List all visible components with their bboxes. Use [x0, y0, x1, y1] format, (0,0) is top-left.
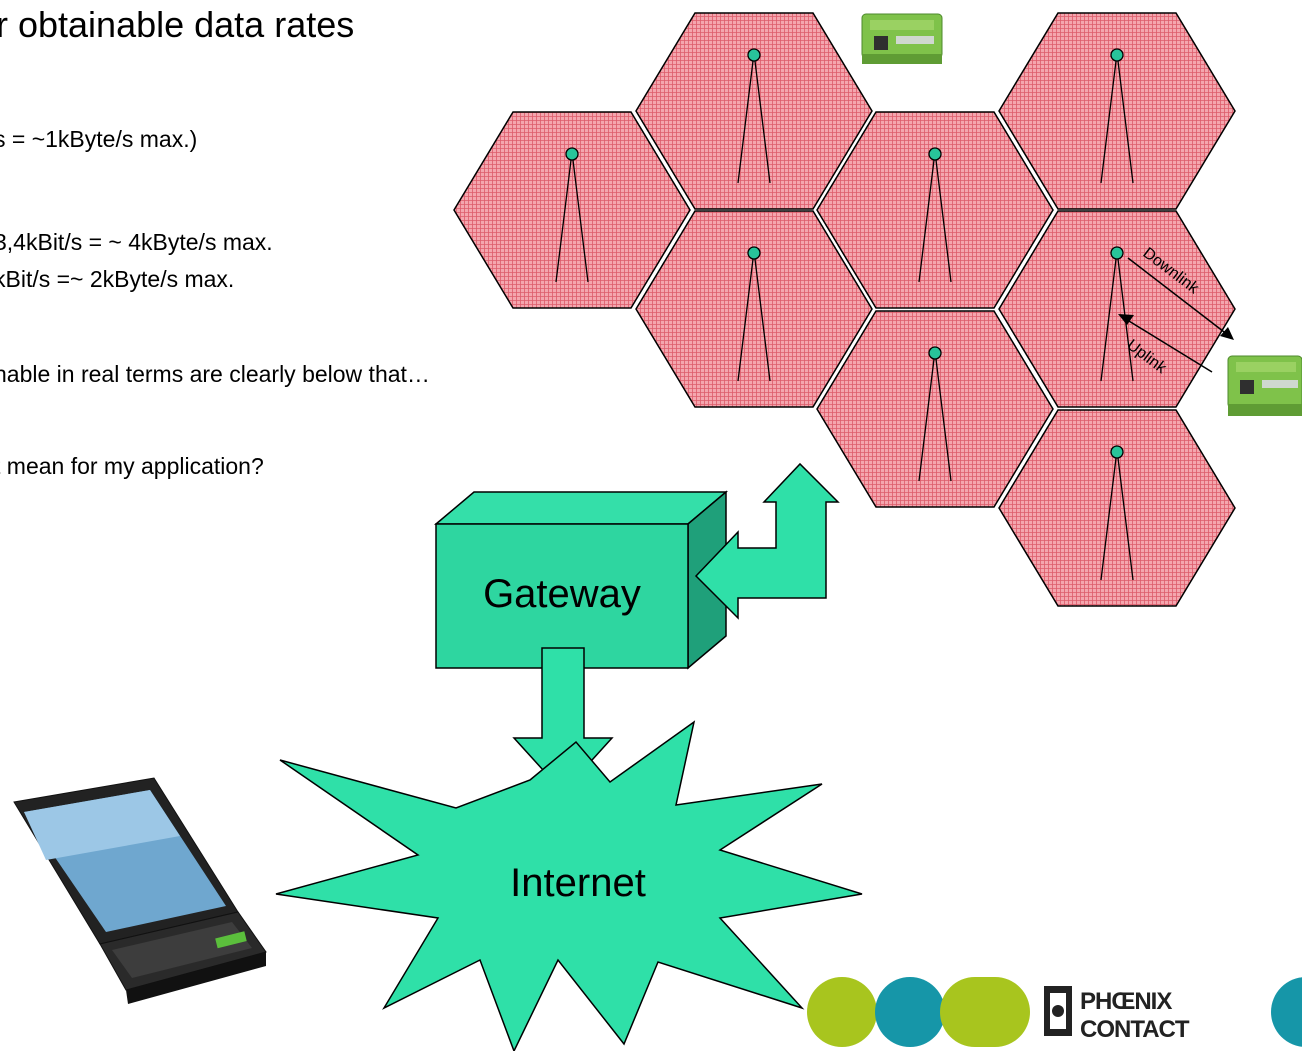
cell-grid: [453, 12, 1236, 607]
cell-5: [635, 210, 873, 408]
text-line-1: s = ~1kByte/s max.): [0, 126, 198, 152]
cell-8: [998, 409, 1236, 607]
antenna-dot-icon: [747, 246, 761, 260]
text-line-3: kBit/s =~ 2kByte/s max.: [0, 266, 235, 292]
cell-3: [816, 111, 1054, 309]
gateway-label: Gateway: [483, 572, 641, 616]
text-line-5: t mean for my application?: [0, 453, 264, 479]
gateway-box: Gateway: [433, 490, 729, 670]
internet-label: Internet: [510, 861, 646, 905]
cell-1: [453, 111, 691, 309]
text-line-2: 3,4kBit/s = ~ 4kByte/s max.: [0, 229, 273, 255]
laptop-image: [13, 777, 267, 1004]
text-line-4: nable in real terms are clearly below th…: [0, 361, 430, 387]
cell-4: [998, 12, 1236, 210]
phoenix-mark-icon: [1044, 986, 1072, 1036]
gateway-to-network-arrow: [694, 462, 840, 620]
svg-text:CONTACT: CONTACT: [1080, 1016, 1190, 1043]
field-device-right: [1227, 355, 1302, 416]
phoenix-contact-logo: PHŒNIX CONTACT: [807, 977, 1302, 1047]
cell-2: [635, 12, 873, 210]
antenna-dot-icon: [1110, 445, 1124, 459]
cell-6: [816, 310, 1054, 508]
antenna-dot-icon: [747, 48, 761, 62]
svg-text:PHŒNIX: PHŒNIX: [1080, 988, 1172, 1015]
antenna-dot-icon: [565, 147, 579, 161]
antenna-dot-icon: [1110, 246, 1124, 260]
internet-cloud: Internet: [275, 720, 863, 1051]
antenna-dot-icon: [928, 147, 942, 161]
antenna-dot-icon: [1110, 48, 1124, 62]
slide-title: r obtainable data rates: [0, 4, 355, 45]
cell-7: [998, 210, 1236, 408]
field-device-top: [861, 13, 943, 64]
antenna-dot-icon: [928, 346, 942, 360]
